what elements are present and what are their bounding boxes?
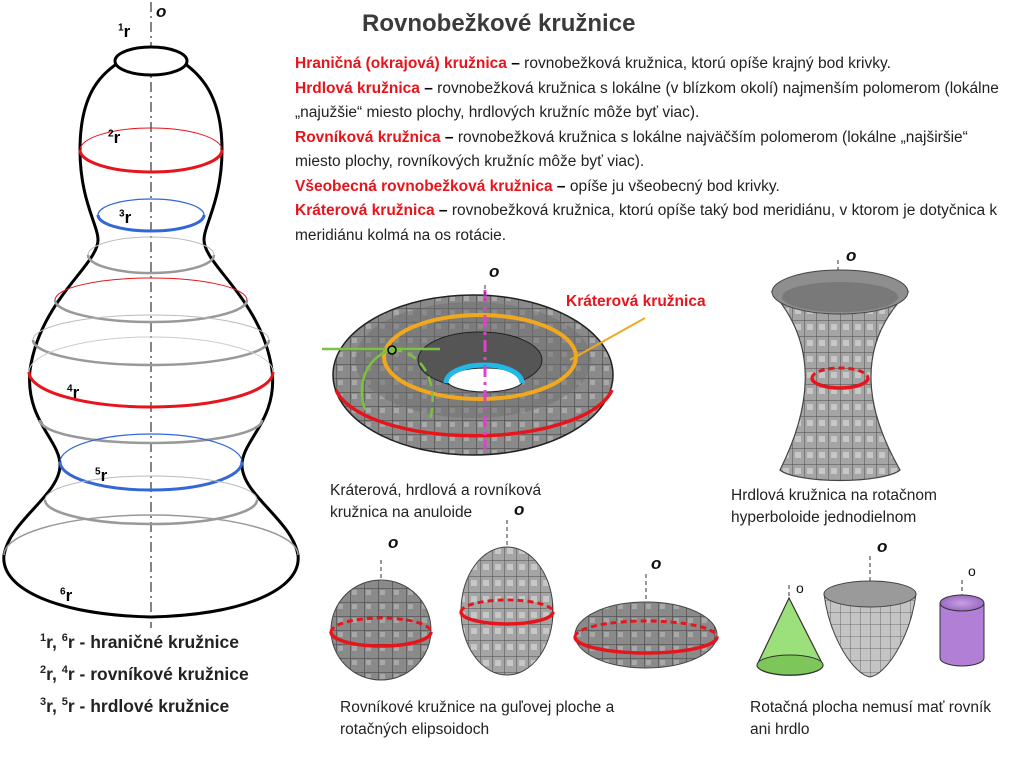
axis-label-hyperboloid: o bbox=[846, 246, 857, 265]
boundary-circle-1r bbox=[113, 45, 189, 77]
term-general: Všeobecná rovnobežková kružnica bbox=[295, 177, 553, 195]
axis-label-cylinder: o bbox=[968, 563, 976, 579]
vase-label-6r: 6r bbox=[60, 586, 73, 605]
cylinder-surface bbox=[939, 580, 985, 667]
definition-throat: Hrdlová kružnica – rovnobežková kružnica… bbox=[295, 79, 999, 122]
definition-equator: Rovníková kružnica – rovnobežková kružni… bbox=[295, 128, 968, 171]
throat-circle-3r bbox=[96, 214, 206, 233]
vase-label-2r: 2r bbox=[108, 128, 121, 147]
axis-label-oblate: o bbox=[651, 554, 662, 573]
cone-surface bbox=[756, 585, 824, 676]
term-crater: Kráterová kružnica bbox=[295, 202, 435, 219]
equator-circle-torus bbox=[334, 389, 614, 438]
axis-label-cone: o bbox=[796, 580, 804, 596]
caption-torus: Kráterová, hrdlová a rovníková kružnica … bbox=[330, 482, 542, 521]
boundary-circle-6r-back bbox=[3, 514, 299, 556]
axis-label-prolate: o bbox=[514, 500, 525, 519]
term-boundary: Hraničná (okrajová) kružnica bbox=[295, 55, 507, 72]
term-equator: Rovníková kružnica bbox=[295, 128, 441, 146]
vase-label-3r: 3r bbox=[119, 208, 132, 227]
equator-circle-2r-back bbox=[79, 127, 223, 151]
axis-label-sphere: o bbox=[388, 533, 399, 552]
vase-label-5r: 5r bbox=[95, 466, 108, 485]
legend-throat: 3r, 5r - hrdlové kružnice bbox=[40, 696, 230, 716]
oblate-ellipsoid-surface bbox=[573, 574, 719, 669]
torus-surface bbox=[322, 285, 646, 456]
page-title: Rovnobežkové kružnice bbox=[362, 10, 636, 37]
vase-surface bbox=[2, 2, 300, 628]
equator-circle-4r bbox=[27, 371, 275, 409]
definitions-block: Hraničná (okrajová) kružnica – rovnobežk… bbox=[295, 52, 1005, 248]
sphere-surface bbox=[329, 560, 433, 681]
caption-hyperboloid: Hrdlová kružnica na rotačnom hyperboloid… bbox=[731, 487, 937, 526]
legend-equator: 2r, 4r - rovníkové kružnice bbox=[40, 664, 249, 684]
hyperboloid-surface bbox=[770, 260, 910, 482]
definition-boundary: Hraničná (okrajová) kružnica – rovnobežk… bbox=[295, 55, 891, 72]
caption-spheres: Rovníkové kružnice na guľovej ploche a r… bbox=[340, 699, 615, 738]
axis-label-vase: o bbox=[156, 2, 167, 21]
vase-label-1r: 1r bbox=[118, 22, 131, 41]
axis-label-paraboloid: o bbox=[877, 537, 888, 556]
caption-no-equator: Rotačná plocha nemusí mať rovník ani hrd… bbox=[750, 699, 992, 738]
term-throat: Hrdlová kružnica bbox=[295, 79, 420, 97]
throat-circle-5r bbox=[58, 461, 244, 492]
legend-boundary: 1r, 6r - hraničné kružnice bbox=[40, 632, 239, 652]
paraboloid-surface bbox=[823, 556, 917, 678]
prolate-ellipsoid-surface bbox=[459, 520, 555, 676]
throat-circle-hyperboloid bbox=[810, 377, 870, 390]
axis-label-torus: o bbox=[489, 262, 500, 281]
definition-crater: Kráterová kružnica – rovnobežková kružni… bbox=[295, 202, 998, 244]
definition-general: Všeobecná rovnobežková kružnica – opíše … bbox=[295, 177, 780, 195]
crater-callout-label: Kráterová kružnica bbox=[566, 293, 706, 310]
vase-label-4r: 4r bbox=[67, 383, 80, 402]
equator-circle-2r bbox=[78, 149, 224, 174]
